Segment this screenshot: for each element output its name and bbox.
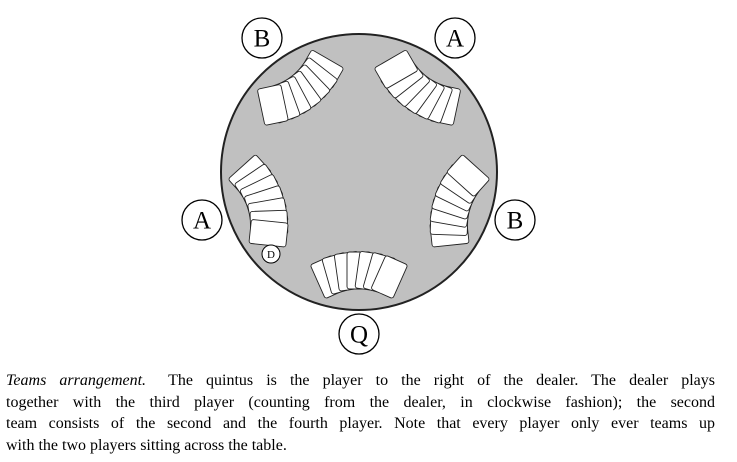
seat-label-a-left: A <box>193 208 211 235</box>
caption-title: Teams arrangement. <box>6 372 147 389</box>
card-fan-upper-left <box>257 50 344 126</box>
card <box>248 219 289 248</box>
card <box>257 84 289 126</box>
caption-line-2: together with the third player (counting… <box>6 393 715 411</box>
caption-line-4: with the two players sitting across the … <box>6 437 287 455</box>
card <box>446 154 490 197</box>
seat-a-upper-right: A <box>434 17 476 59</box>
card-fan-right <box>429 154 490 248</box>
seat-q: Q <box>338 313 380 355</box>
seat-b-right: B <box>494 199 536 241</box>
caption-text-1: The quintus is the player to the right o… <box>168 372 716 389</box>
seat-b-upper-left: B <box>241 17 283 59</box>
seat-label-q: Q <box>350 322 368 349</box>
caption-line-3: team consists of the second and the four… <box>6 415 715 433</box>
card-table-diagram: Q A B A B D <box>181 17 536 355</box>
card-fan-upper-right <box>374 50 461 126</box>
card-fan-bottom <box>310 251 408 299</box>
seat-label-b-upper-left: B <box>254 26 271 53</box>
dealer-marker: D <box>261 244 281 264</box>
seat-a-left: A <box>181 199 223 241</box>
card <box>371 255 408 299</box>
card-fan-left <box>228 154 289 248</box>
caption-line-1: Teams arrangement. The quintus is the pla… <box>6 370 715 392</box>
dealer-marker-label: D <box>267 249 275 261</box>
figure-caption: Teams arrangement. The quintus is the pla… <box>6 370 715 457</box>
card <box>374 50 418 89</box>
seat-label-a-upper-right: A <box>446 26 464 53</box>
seat-label-b-right: B <box>507 208 524 235</box>
